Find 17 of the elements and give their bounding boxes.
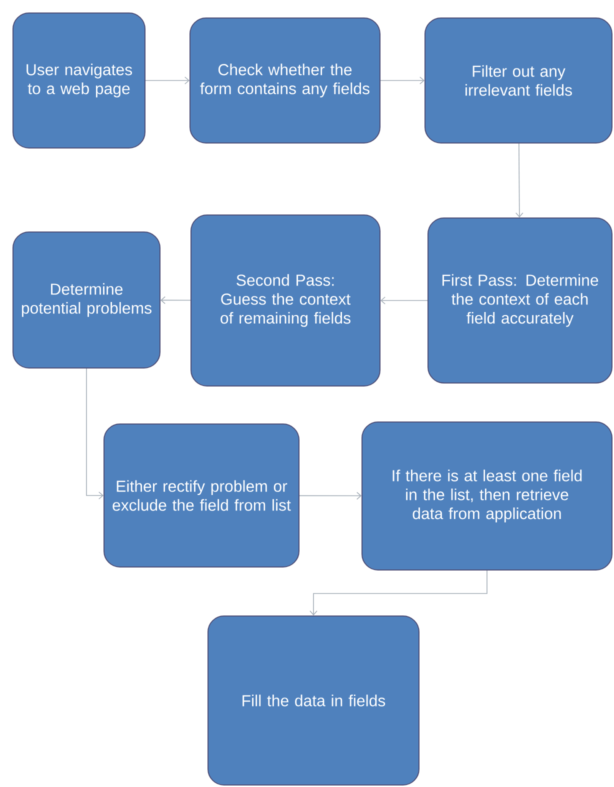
arrow	[145, 76, 190, 84]
process-box: Check whether the form contains any fields	[190, 18, 380, 144]
arrow	[380, 296, 428, 304]
arrow	[380, 76, 424, 84]
process-box: First Pass: Determine the context of each field accurately	[428, 218, 612, 384]
process-box: Determine potential problems	[12, 232, 160, 368]
process-box: User navigates to a web page	[12, 12, 146, 148]
process-box: Filter out any irrelevant fields	[424, 18, 612, 144]
process-box: If there is at least one field in the list, then retrieve data from application	[362, 422, 612, 570]
arrow	[86, 368, 104, 500]
arrow	[516, 143, 524, 218]
process-box: Second Pass: Guess the context of remaining fields	[190, 214, 380, 386]
arrow	[160, 296, 191, 304]
process-box: Either rectify problem or exclude the field from list	[104, 424, 300, 568]
arrow	[299, 492, 362, 500]
arrow	[310, 570, 488, 616]
process-box: Fill the data in fields	[208, 616, 420, 786]
